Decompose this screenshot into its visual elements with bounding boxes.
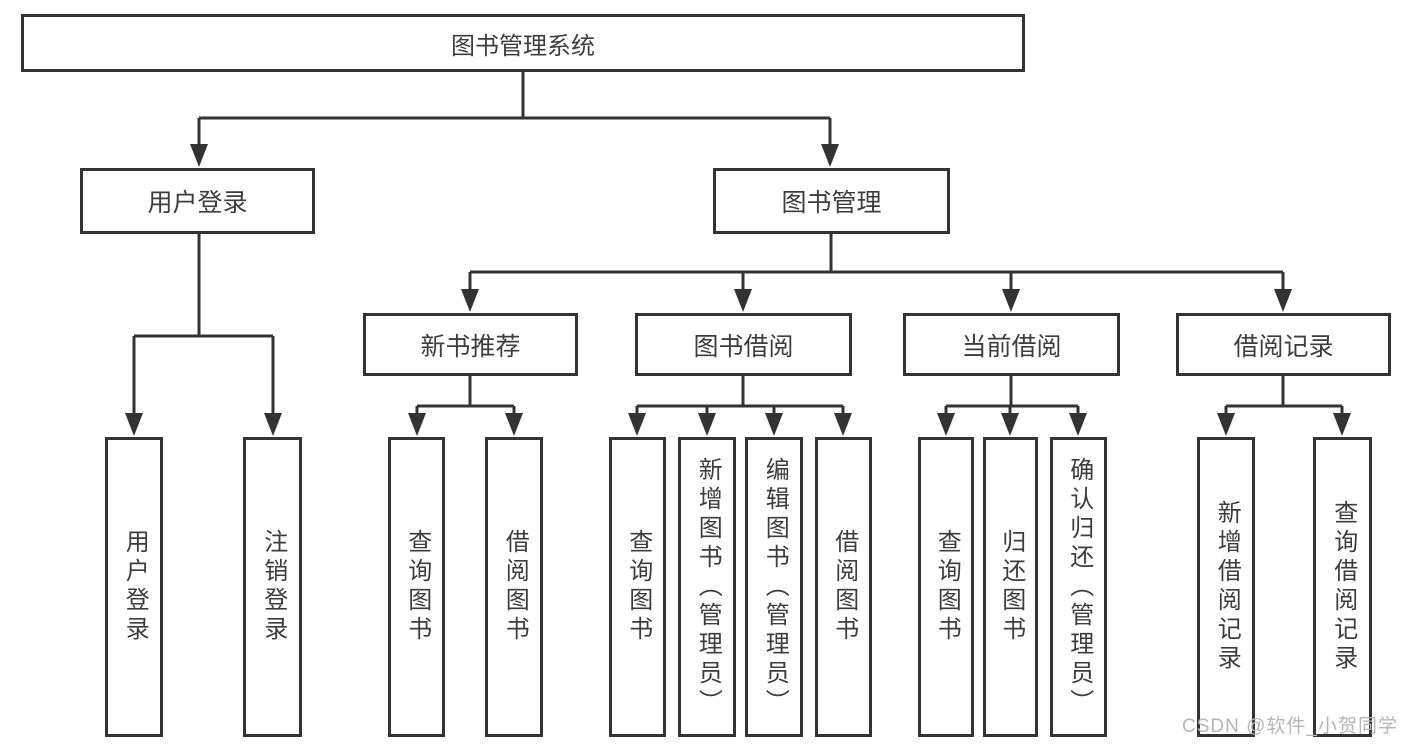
- node-leaf-edit-books-admin: 编辑图书（管理员）: [745, 437, 803, 737]
- leaf-label: 注销登录: [259, 529, 287, 645]
- leaf-label: 查询借阅记录: [1329, 500, 1357, 674]
- node-leaf-confirm-return-admin: 确认归还（管理员）: [1050, 437, 1107, 737]
- watermark: CSDN @软件_小贺同学: [1182, 716, 1398, 737]
- leaf-label: 查询图书: [933, 529, 961, 645]
- leaf-label: 用户登录: [121, 529, 149, 645]
- node-leaf-query-borrow-record: 查询借阅记录: [1313, 437, 1372, 737]
- node-leaf-return-books: 归还图书: [983, 437, 1038, 737]
- leaf-label: 确认归还（管理员）: [1065, 456, 1093, 718]
- leaf-label: 查询图书: [403, 529, 431, 645]
- leaf-label: 编辑图书（管理员）: [761, 456, 789, 718]
- node-book-management: 图书管理: [713, 168, 950, 234]
- leaf-label: 新增借阅记录: [1213, 500, 1241, 674]
- node-current-borrow: 当前借阅: [903, 313, 1120, 376]
- arrowheads: [125, 144, 1351, 436]
- leaf-label: 借阅图书: [830, 529, 858, 645]
- node-book-borrow: 图书借阅: [635, 313, 852, 376]
- node-leaf-logout: 注销登录: [243, 437, 302, 737]
- node-leaf-borrow-books: 借阅图书: [815, 437, 872, 737]
- node-leaf-add-books-admin: 新增图书（管理员）: [678, 437, 736, 737]
- leaf-label: 借阅图书: [501, 529, 529, 645]
- node-root: 图书管理系统: [21, 14, 1025, 72]
- leaf-label: 归还图书: [997, 529, 1025, 645]
- leaf-label: 查询图书: [624, 529, 652, 645]
- node-leaf-borrow-books-recommend: 借阅图书: [485, 437, 543, 737]
- node-leaf-query-books-recommend: 查询图书: [388, 437, 445, 737]
- node-user-login: 用户登录: [80, 168, 315, 234]
- node-leaf-query-books-borrow: 查询图书: [609, 437, 666, 737]
- node-leaf-add-borrow-record: 新增借阅记录: [1197, 437, 1255, 737]
- node-new-book-recommend: 新书推荐: [363, 313, 578, 376]
- node-leaf-user-login: 用户登录: [105, 437, 163, 737]
- node-borrow-records: 借阅记录: [1176, 313, 1391, 376]
- leaf-label: 新增图书（管理员）: [694, 456, 722, 718]
- connector-lines: [132, 72, 1344, 414]
- node-leaf-query-books-current: 查询图书: [918, 437, 974, 737]
